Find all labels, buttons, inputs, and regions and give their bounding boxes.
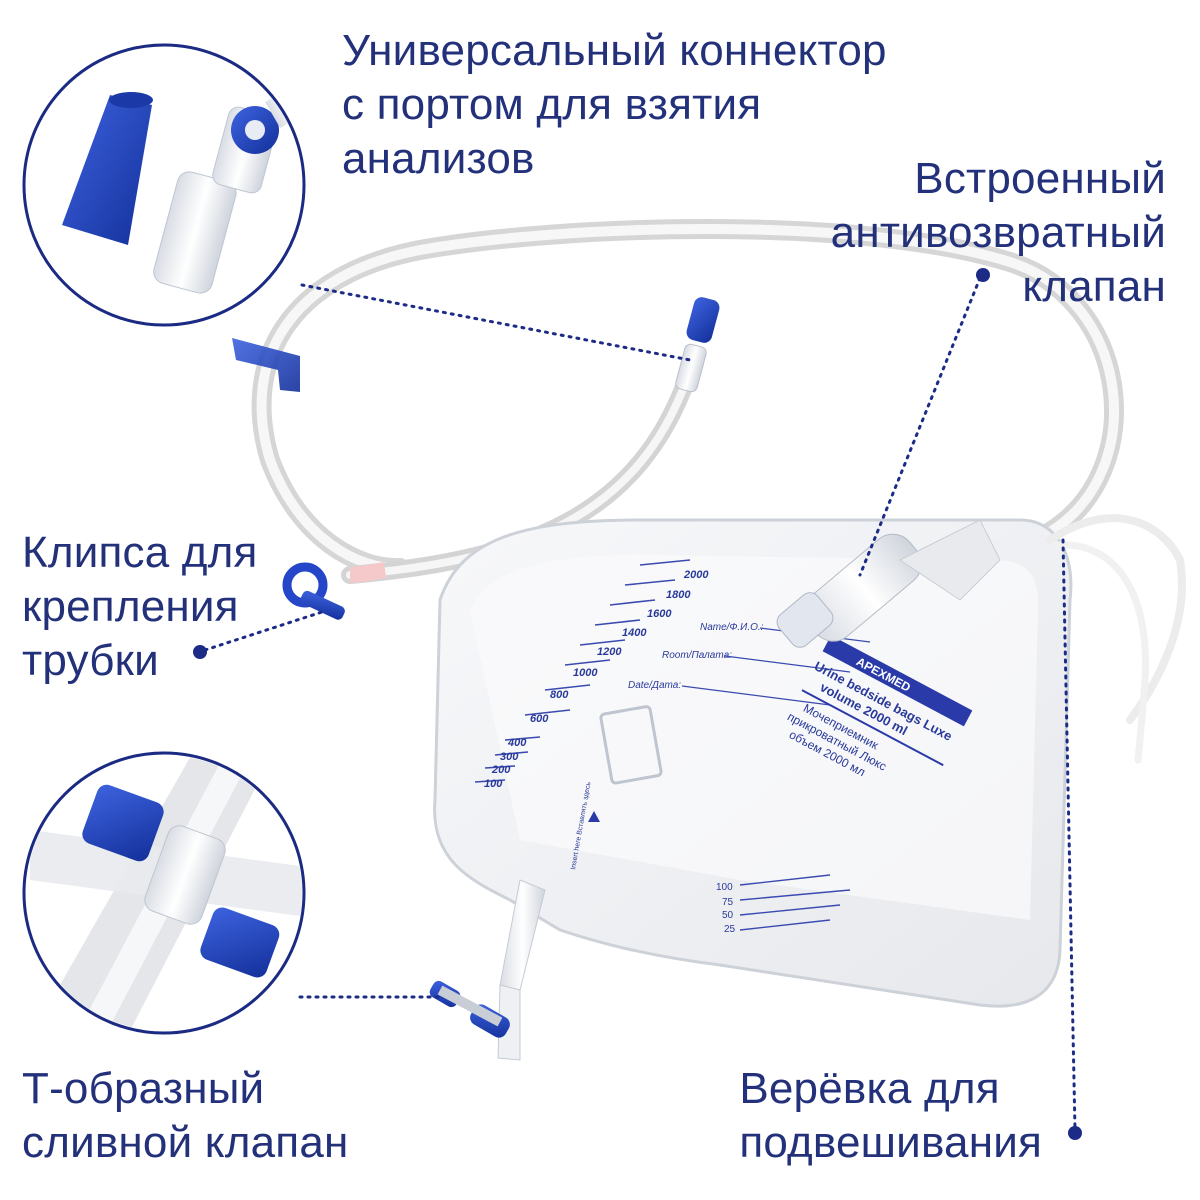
- connector-icon: [675, 297, 720, 393]
- label-hanging-rope: Верёвка для подвешивания: [739, 1062, 1042, 1170]
- scale-label: 2000: [683, 569, 709, 581]
- volume-scale-labels: 2000 1800 1600 1400 1200 1000 800 600 40…: [484, 569, 709, 790]
- field-date: Date/Дата:: [628, 680, 681, 691]
- small-scale-labels: 100 75 50 25: [716, 882, 736, 935]
- scale-label: 1200: [597, 646, 622, 658]
- small-scale-label: 50: [722, 910, 734, 921]
- t-valve-icon: [153, 82, 302, 294]
- label-line: антивозвратный: [830, 208, 1166, 257]
- clip-icon: [282, 562, 345, 620]
- label-line: Универсальный коннектор: [342, 26, 887, 75]
- label-tube-clip: Клипса для крепления трубки: [22, 526, 258, 688]
- scale-label: 1800: [666, 589, 691, 601]
- label-line: сливной клапан: [22, 1118, 349, 1167]
- scale-label: 300: [500, 751, 519, 763]
- scale-label: 1000: [573, 667, 598, 679]
- label-universal-connector: Универсальный коннектор с портом для взя…: [342, 24, 887, 186]
- bullet-dot-icon: [193, 268, 1082, 1140]
- leader-lines: [203, 276, 1077, 1132]
- small-scale-label: 75: [722, 897, 734, 908]
- drain-valve-icon: [429, 980, 510, 1038]
- field-name: Name/Ф.И.О.:: [700, 622, 764, 633]
- scale-label: 600: [530, 713, 549, 725]
- volume-scale: [474, 559, 691, 783]
- label-line: Верёвка для: [739, 1064, 1000, 1113]
- label-anti-reflux-valve: Встроенный антивозвратный клапан: [831, 152, 1166, 314]
- label-line: с портом для взятия: [342, 80, 762, 129]
- scale-label: 200: [491, 764, 511, 776]
- scale-label: 1400: [622, 627, 647, 639]
- zoom-circle-connector: [22, 43, 306, 327]
- small-scale: [739, 874, 851, 931]
- label-line: Встроенный: [914, 154, 1166, 203]
- bag-window: [599, 705, 663, 785]
- anti-reflux-valve: [776, 519, 1001, 648]
- label-line: крепления: [22, 582, 239, 631]
- scale-label: 1600: [647, 608, 672, 620]
- rope-icon: [1046, 514, 1186, 724]
- field-room: Room/Палата:: [662, 650, 732, 661]
- scale-label: 800: [550, 689, 569, 701]
- scale-label: 400: [507, 737, 527, 749]
- insert-arrow-icon: [588, 811, 600, 822]
- clamp-icon: [232, 338, 300, 392]
- label-line: клапан: [1022, 262, 1166, 311]
- scale-label: 100: [484, 778, 503, 790]
- label-line: подвешивания: [739, 1118, 1042, 1167]
- small-scale-label: 100: [716, 882, 733, 893]
- label-line: Т-образный: [22, 1064, 265, 1113]
- label-line: Клипса для: [22, 528, 258, 577]
- label-t-drain-valve: Т-образный сливной клапан: [22, 1062, 348, 1170]
- small-scale-label: 25: [724, 924, 736, 935]
- label-line: трубки: [22, 636, 159, 685]
- label-line: анализов: [342, 134, 535, 183]
- zoom-circle-drain: [22, 751, 306, 1035]
